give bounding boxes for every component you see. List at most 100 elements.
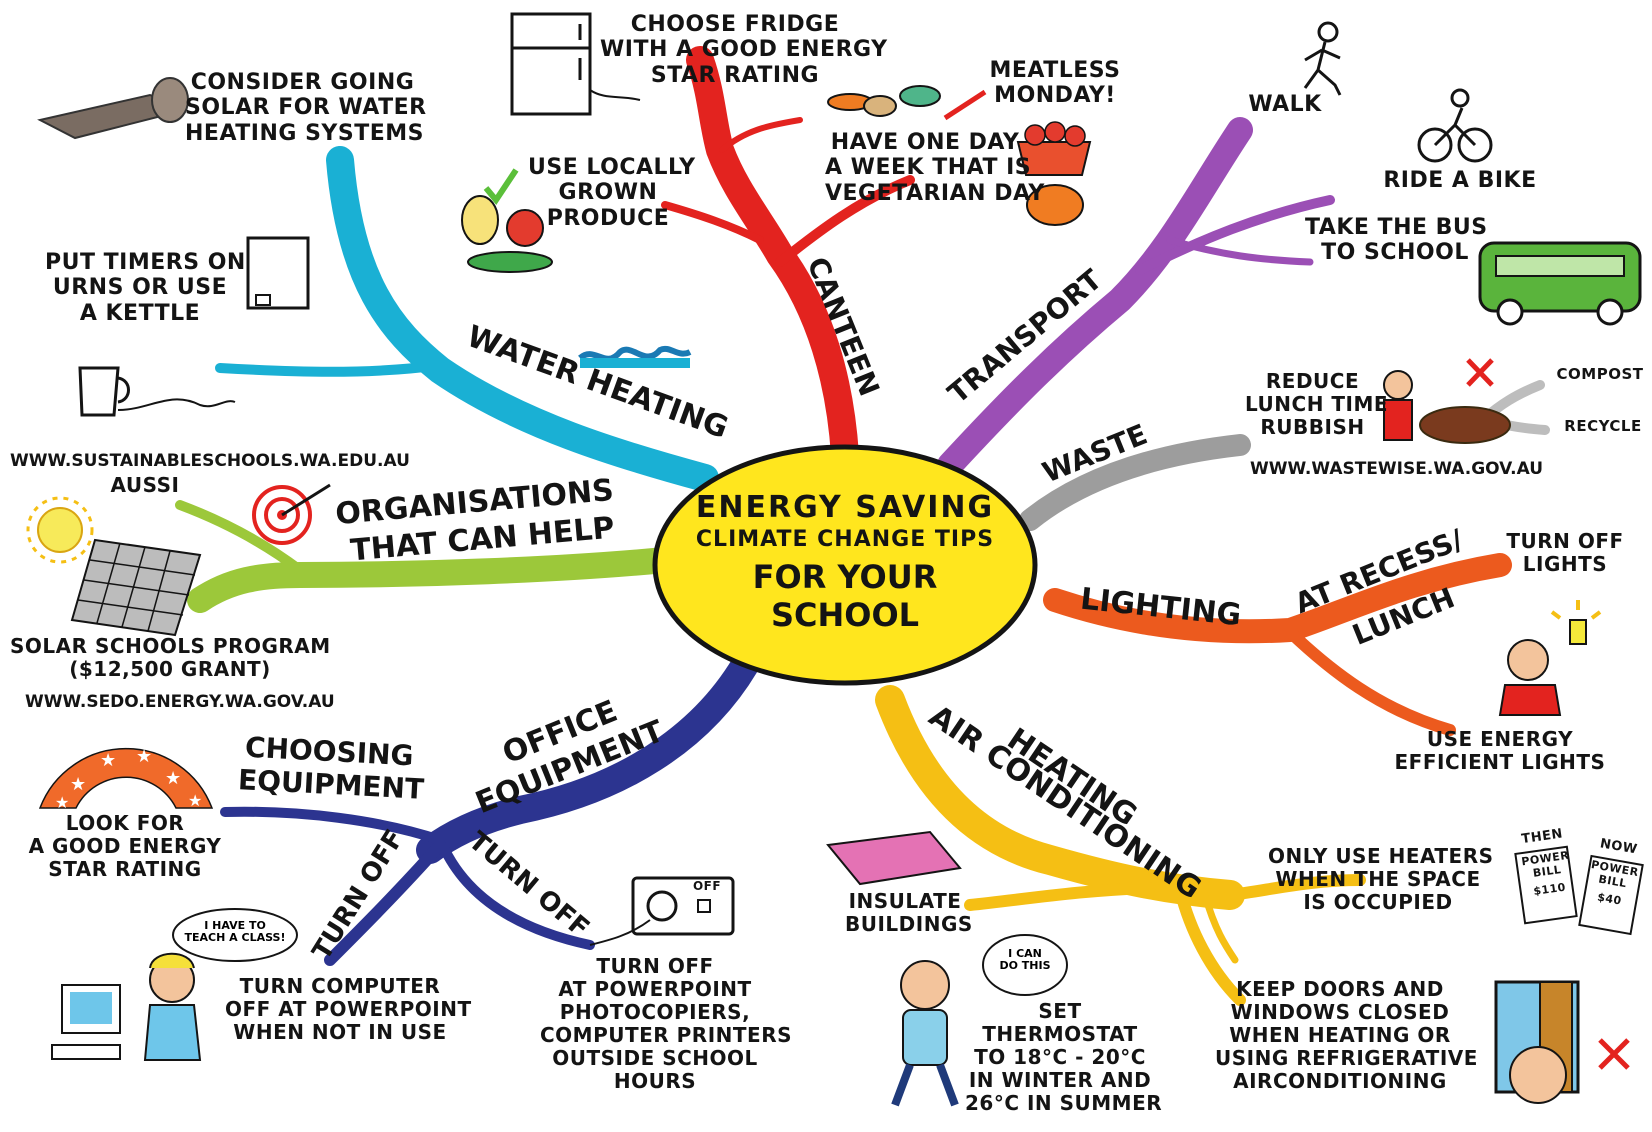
tip-rubbish-line: REDUCE <box>1265 369 1360 393</box>
tip-fridge-line: CHOOSE FRIDGE <box>630 12 840 37</box>
tip-solar-schools-line: ($12,500 GRANT) <box>69 657 271 681</box>
tip-thermostat-line: 26°C IN SUMMER <box>965 1091 1163 1115</box>
office-branch <box>220 651 759 966</box>
tip-star-rating: LOOK FOR A GOOD ENERGY STAR RATING <box>25 812 225 881</box>
tip-local: USE LOCALLY GROWN PRODUCE <box>528 155 696 231</box>
teach-bubble <box>172 908 298 962</box>
canteen-branch <box>661 46 915 469</box>
tip-photocopiers-line: HOURS <box>613 1069 697 1093</box>
tip-solar-water-line: CONSIDER GOING <box>190 70 415 95</box>
tip-timers-line: PUT TIMERS ON <box>45 250 246 275</box>
label-aussi: AUSSI <box>110 473 180 497</box>
center-line2: CLIMATE CHANGE TIPS <box>695 527 995 552</box>
water-waves-icon <box>578 345 692 368</box>
tip-photocopiers-line: PHOTOCOPIERS, <box>559 1000 751 1024</box>
tip-fridge-line: STAR RATING <box>650 62 820 88</box>
can-do-bubble <box>982 934 1068 996</box>
tip-turn-off-lights-line: TURN OFF <box>1506 529 1624 553</box>
tip-bike-line: RIDE A BIKE <box>1383 168 1537 193</box>
tip-meatless-line: MEATLESS <box>989 58 1121 83</box>
tip-rubbish-line: RUBBISH <box>1260 415 1365 439</box>
sedo-url: WWW.SEDO.ENERGY.WA.GOV.AU <box>25 692 335 712</box>
tip-heaters-line: IS OCCUPIED <box>1303 890 1453 914</box>
tip-vegetarian-line: HAVE ONE DAY <box>830 130 1020 155</box>
transport-branch <box>937 117 1335 478</box>
tip-local-line: USE LOCALLY <box>528 155 696 180</box>
teach-line: TEACH A CLASS! <box>184 931 286 945</box>
tip-vegetarian: HAVE ONE DAY A WEEK THAT IS VEGETARIAN D… <box>825 130 1044 206</box>
tip-doors: KEEP DOORS AND WINDOWS CLOSED WHEN HEATI… <box>1215 977 1477 1093</box>
tip-turn-off-lights: TURN OFF LIGHTS <box>1505 530 1625 576</box>
fridge-icon <box>510 12 641 116</box>
tip-computer: TURN COMPUTER OFF AT POWERPOINT WHEN NOT… <box>225 974 472 1044</box>
sustainable-url: WWW.SUSTAINABLESCHOOLS.WA.EDU.AU <box>10 451 410 471</box>
tip-local-line: GROWN <box>558 180 658 206</box>
tip-computer-line: OFF AT POWERPOINT <box>225 997 472 1021</box>
star-rating-icon: ★ ★ ★ ★ ★ ★ <box>38 746 214 812</box>
solar-panel-icon <box>70 538 202 637</box>
tip-photocopiers-line: AT POWERPOINT <box>558 977 752 1001</box>
teacher-icon <box>143 952 202 1061</box>
tip-walk: WALK <box>1245 92 1325 117</box>
bills-icon <box>1514 845 1644 936</box>
tip-rubbish: REDUCE LUNCH TIME RUBBISH <box>1245 369 1388 439</box>
organisations-branch <box>175 500 678 613</box>
bus-icon <box>1478 241 1642 326</box>
tip-heaters-line: WHEN THE SPACE <box>1275 867 1481 891</box>
tip-local-line: PRODUCE <box>546 205 670 231</box>
tip-timers-line: URNS OR USE <box>52 275 228 301</box>
now-bill-text: NOW POWER BILL $40 <box>1581 836 1648 912</box>
tip-bus: TAKE THE BUS TO SCHOOL <box>1305 215 1487 266</box>
rubbish-icon <box>1383 358 1511 444</box>
vegetables-icon <box>827 85 987 121</box>
lightbulb-kid-icon <box>1498 600 1602 716</box>
tip-thermostat-line: THERMOSTAT <box>982 1022 1138 1046</box>
tip-insulate-line: INSULATE <box>848 889 962 913</box>
tip-doors-line: KEEP DOORS AND <box>1236 977 1444 1001</box>
svg-text:★: ★ <box>136 746 152 767</box>
urn-icon <box>246 236 310 310</box>
center-line1: ENERGY SAVING <box>695 490 995 525</box>
tip-fridge-line: WITH A GOOD ENERGY <box>600 37 888 63</box>
tomatoes-icon <box>1016 121 1092 176</box>
tip-efficient-lights: USE ENERGY EFFICIENT LIGHTS <box>1390 728 1610 774</box>
can-do-line: DO THIS <box>999 959 1051 973</box>
tip-computer-line: WHEN NOT IN USE <box>233 1020 447 1044</box>
tip-bus-line: TO SCHOOL <box>1321 240 1469 266</box>
tip-vegetarian-line: A WEEK THAT IS <box>825 155 1032 181</box>
tip-thermostat-line: SET <box>1038 999 1082 1023</box>
tip-solar-water-line: SOLAR FOR WATER <box>185 95 427 121</box>
kettle-icon <box>78 366 236 417</box>
thermostat-boy-icon <box>891 960 959 1107</box>
tip-insulate: INSULATE BUILDINGS <box>845 889 973 936</box>
tip-star-rating-line: LOOK FOR <box>65 811 185 835</box>
tip-heaters: ONLY USE HEATERS WHEN THE SPACE IS OCCUP… <box>1268 845 1493 914</box>
tip-efficient-lights-line: USE ENERGY <box>1426 727 1574 751</box>
label-compost: COMPOST <box>1556 365 1644 383</box>
tip-computer-line: TURN COMPUTER <box>239 974 441 998</box>
target-icon <box>252 483 331 545</box>
tip-walk-line: WALK <box>1248 92 1322 117</box>
tip-solar-schools: SOLAR SCHOOLS PROGRAM ($12,500 GRANT) <box>10 635 330 681</box>
walker-icon <box>1303 21 1342 96</box>
tip-insulate-line: BUILDINGS <box>845 912 973 936</box>
computer-icon <box>51 984 121 1060</box>
tip-timers-line: A KETTLE <box>79 300 201 326</box>
tip-fridge: CHOOSE FRIDGE WITH A GOOD ENERGY STAR RA… <box>600 12 888 88</box>
window-icon <box>1494 980 1630 1104</box>
center-ellipse <box>652 444 1038 686</box>
svg-text:★: ★ <box>165 768 181 789</box>
tip-star-rating-line: STAR RATING <box>48 857 202 881</box>
then-bill-text: THEN POWER BILL $110 <box>1514 826 1579 900</box>
svg-text:★: ★ <box>70 774 86 795</box>
center-title: ENERGY SAVING CLIMATE CHANGE TIPS FOR YO… <box>655 490 1035 634</box>
tip-timers: PUT TIMERS ON URNS OR USE A KETTLE <box>45 250 246 326</box>
svg-text:★: ★ <box>100 750 116 771</box>
tip-meatless: MEATLESS MONDAY! <box>975 58 1135 109</box>
svg-text:★: ★ <box>188 791 202 810</box>
tip-doors-line: WHEN HEATING OR <box>1229 1023 1451 1047</box>
powerpoint-icon <box>589 876 735 946</box>
can-do-line: I CAN <box>1008 947 1042 960</box>
center-line4: SCHOOL <box>770 596 920 634</box>
